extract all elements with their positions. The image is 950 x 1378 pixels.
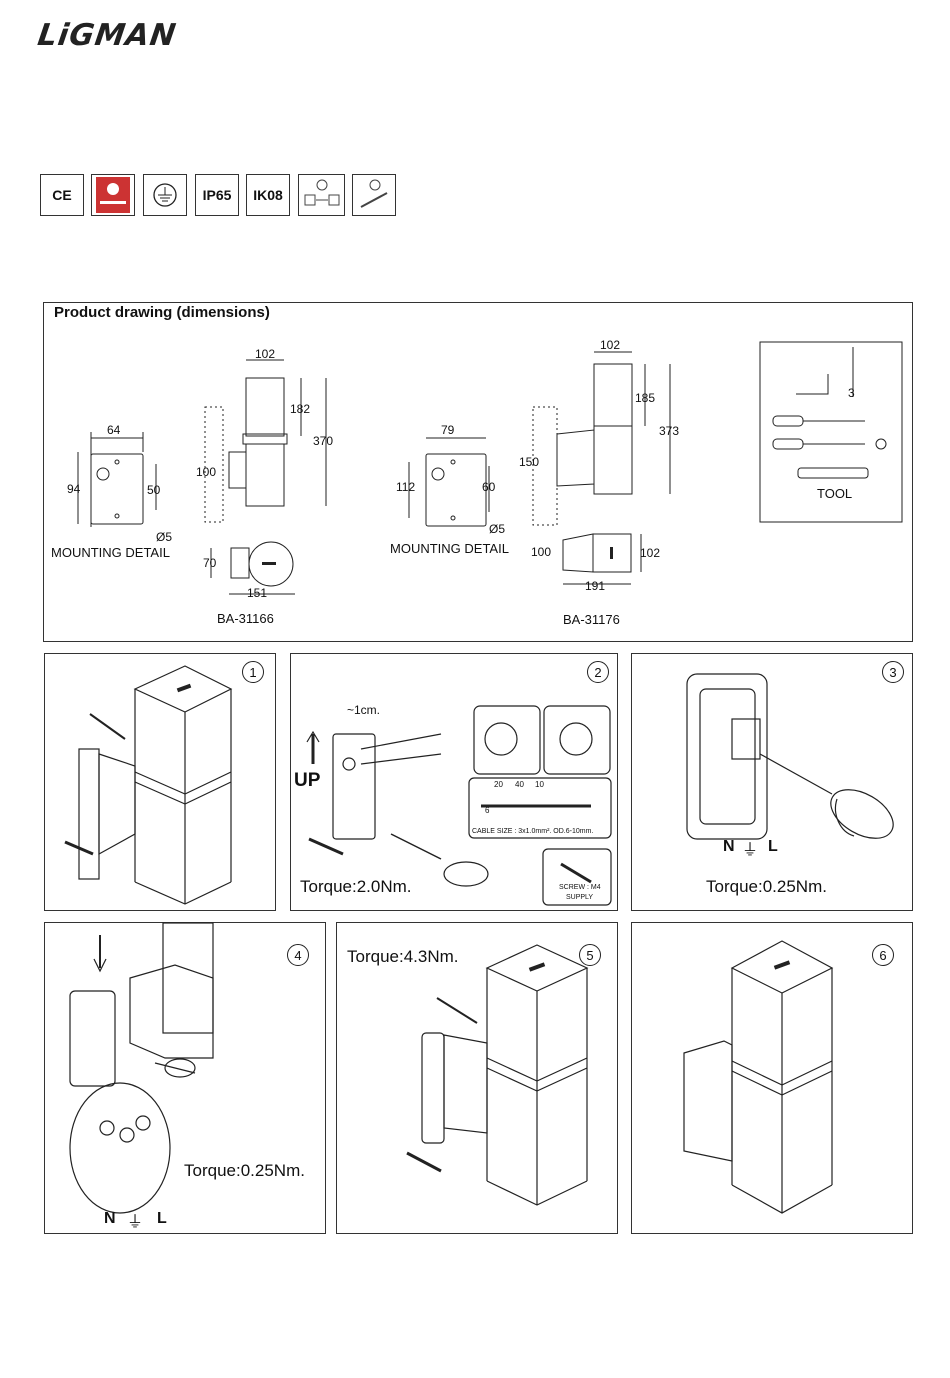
ik08-badge: IK08 [246, 174, 290, 216]
dim-373: 373 [659, 424, 680, 438]
screw-label: SCREW : M4 [559, 884, 601, 891]
step-4-terminal-n: N [104, 1210, 116, 1227]
step-2-number: 2 [587, 661, 609, 683]
dim-191: 191 [585, 579, 606, 593]
step-1-number: 1 [242, 661, 264, 683]
installation-icon [298, 174, 345, 216]
ce-mark-icon: CE [40, 174, 84, 216]
strip-40: 40 [515, 780, 524, 789]
step-3-terminal-earth: ⏚ [742, 842, 759, 859]
dim-112: 112 [396, 480, 416, 494]
dim-70: 70 [203, 556, 217, 570]
model-ba-31166: BA-31166 [217, 611, 274, 626]
dim-185: 185 [635, 391, 656, 405]
strip-6: 6 [485, 806, 490, 815]
dim-d5-left: Ø5 [156, 530, 173, 544]
dim-d5-right: Ø5 [489, 522, 506, 536]
step-5-panel [336, 922, 618, 1234]
model-ba-31176: BA-31176 [563, 612, 620, 627]
step-2-panel [290, 653, 618, 911]
dim-150: 150 [519, 455, 540, 469]
dim-182: 182 [290, 402, 311, 416]
tool-size-3: 3 [848, 386, 855, 400]
dim-79: 79 [441, 423, 455, 437]
cable-size-label: CABLE SIZE : 3x1.0mm². OD.6-10mm. [472, 828, 594, 835]
mounting-detail-right: MOUNTING DETAIL [390, 541, 509, 556]
tool-install-icon [352, 174, 396, 216]
dim-94: 94 [67, 482, 81, 496]
step-3-torque: Torque:0.25Nm. [706, 877, 827, 896]
product-drawing-svg [77, 341, 903, 595]
step-1-panel [44, 653, 276, 911]
step-4-terminal-earth: ⏚ [127, 1214, 144, 1231]
step-5-torque: Torque:4.3Nm. [347, 947, 459, 966]
up-label: UP [294, 770, 321, 791]
supply-label: SUPPLY [566, 894, 594, 901]
step-3-panel [631, 653, 913, 911]
dim-102b-right: 102 [640, 546, 661, 560]
step-3-terminal-l: L [768, 838, 778, 855]
step-3-terminal-n: N [723, 838, 735, 855]
mounting-detail-left: MOUNTING DETAIL [51, 545, 170, 560]
dim-60: 60 [482, 480, 496, 494]
step-4-torque: Torque:0.25Nm. [184, 1161, 305, 1180]
dim-102-right: 102 [600, 338, 621, 352]
brand-logo: LiGMAN [35, 18, 179, 53]
dim-64: 64 [107, 423, 121, 437]
step-5-number: 5 [579, 944, 601, 966]
step-4-number: 4 [287, 944, 309, 966]
dim-50: 50 [147, 483, 161, 497]
strip-20: 20 [494, 780, 503, 789]
quality-seal-icon [91, 174, 135, 216]
step-3-number: 3 [882, 661, 904, 683]
dim-151: 151 [247, 586, 268, 600]
step-2-torque: Torque:2.0Nm. [300, 877, 412, 896]
step-6-number: 6 [872, 944, 894, 966]
dim-100-left: 100 [196, 465, 217, 479]
dim-102-left: 102 [255, 347, 276, 361]
drawing-title: Product drawing (dimensions) [54, 304, 270, 321]
step-6-panel [631, 922, 913, 1234]
tool-label: TOOL [817, 486, 853, 501]
ip65-badge: IP65 [195, 174, 239, 216]
product-drawing-panel [43, 302, 913, 642]
strip-10: 10 [535, 780, 544, 789]
step-4-terminal-l: L [157, 1210, 167, 1227]
step-4-panel [44, 922, 326, 1234]
dim-370: 370 [313, 434, 334, 448]
approx-1cm: ~1cm. [347, 703, 381, 717]
dim-100-right: 100 [531, 545, 552, 559]
ground-symbol-icon [143, 174, 187, 216]
